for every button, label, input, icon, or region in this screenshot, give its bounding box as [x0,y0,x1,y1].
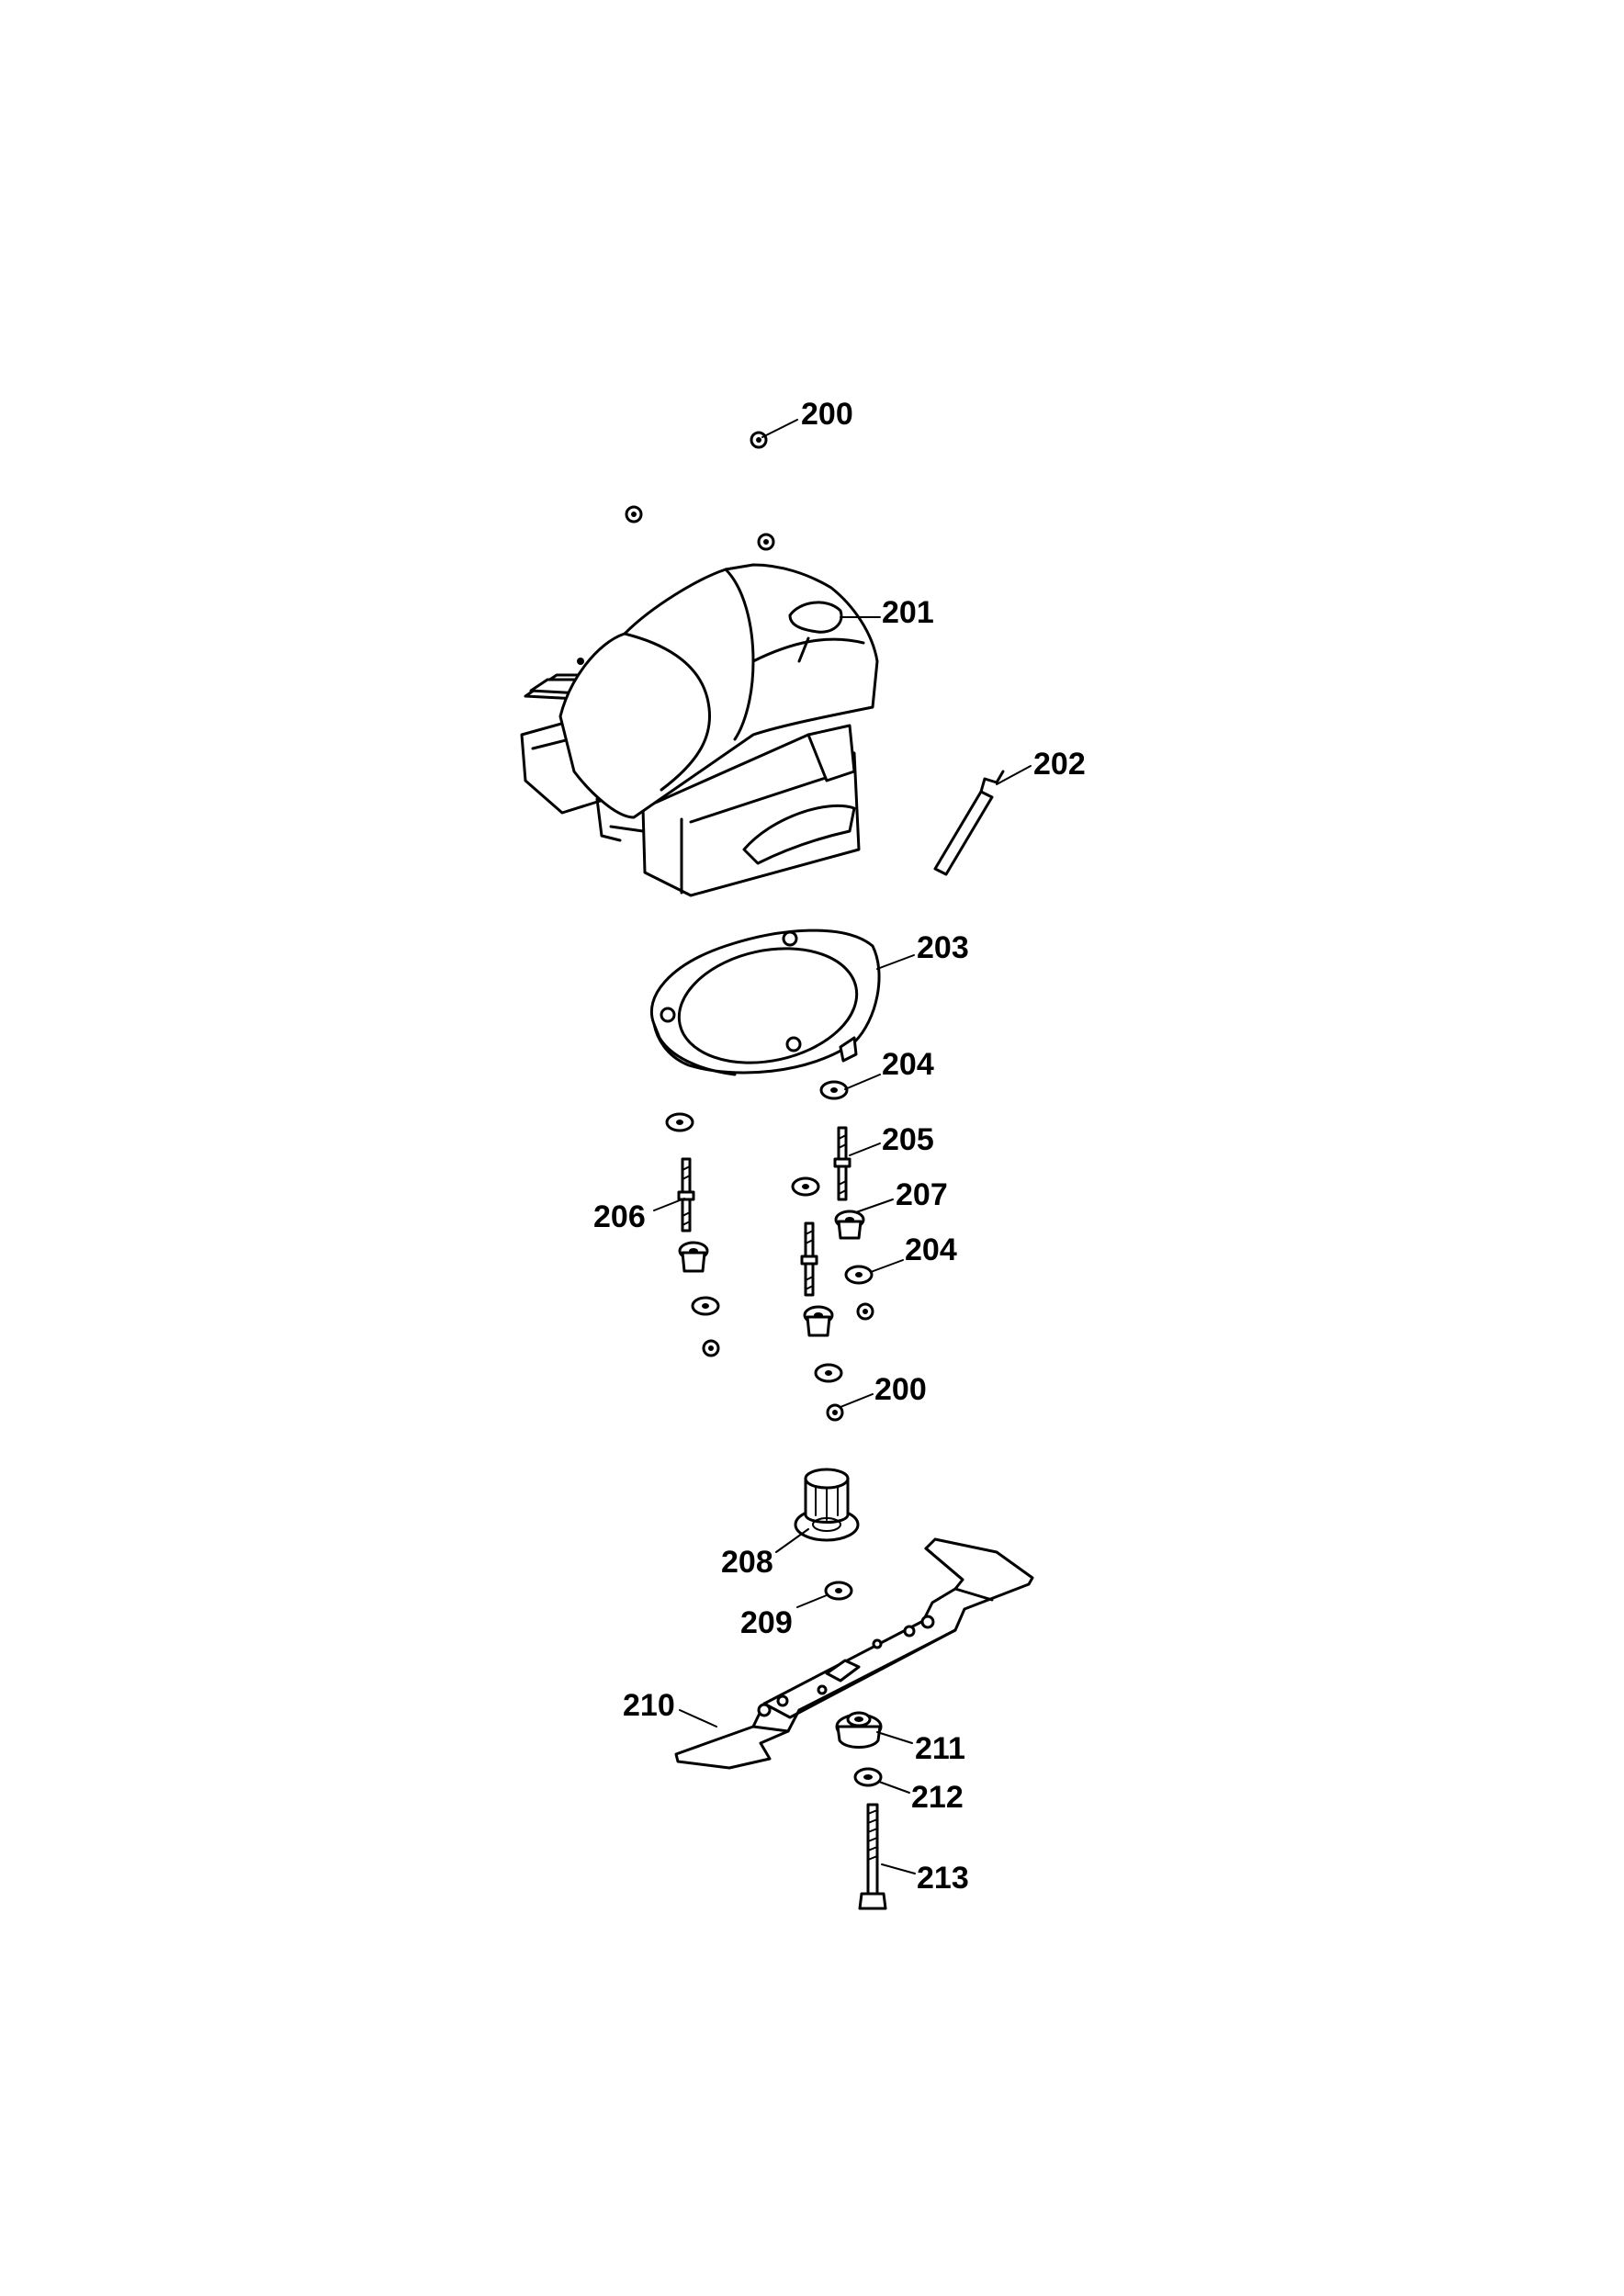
washer-204-top [819,1080,849,1100]
label-208: 208 [721,1545,773,1580]
adapter-ring-203 [649,929,881,1076]
washer-left-top [665,1112,694,1132]
spacer-207 [834,1210,865,1240]
label-202: 202 [1033,747,1086,782]
washer-209 [824,1581,853,1601]
stud-205 [833,1126,851,1201]
label-204-top: 204 [882,1047,934,1082]
engine-201 [520,563,879,897]
label-209: 209 [740,1605,793,1640]
washer-204-lower [844,1265,874,1285]
label-210: 210 [623,1688,675,1723]
bolt-213 [858,1803,887,1910]
spacer-211 [835,1711,883,1749]
spacer-left [678,1241,709,1273]
label-201: 201 [882,595,934,630]
label-212: 212 [911,1780,964,1815]
label-206: 206 [593,1199,646,1234]
label-200-top: 200 [801,397,853,432]
nut-200-top [625,431,775,551]
label-205: 205 [882,1122,934,1157]
nut-200-bottom [826,1403,844,1422]
label-207: 207 [896,1177,948,1212]
blade-adapter-208 [794,1468,860,1542]
stud-middle [800,1221,818,1297]
washer-212 [853,1767,883,1787]
blade-210 [674,1537,1034,1770]
label-213: 213 [917,1861,969,1896]
label-204-lower: 204 [905,1232,957,1267]
part-labels: 200 201 202 203 204 205 206 207 204 200 … [593,397,1086,1896]
washer-mid [791,1176,820,1197]
washer-left-lower [691,1296,720,1316]
spacer-middle [803,1305,834,1337]
stud-206 [677,1157,695,1232]
nut-right-small [856,1302,874,1321]
label-200-bottom: 200 [874,1372,927,1407]
label-211: 211 [915,1731,965,1766]
nut-left-small [702,1339,720,1357]
label-203: 203 [917,930,969,965]
leader-lines [653,419,1032,1874]
washer-middle-lower [814,1363,843,1383]
rod-202 [933,770,1005,876]
